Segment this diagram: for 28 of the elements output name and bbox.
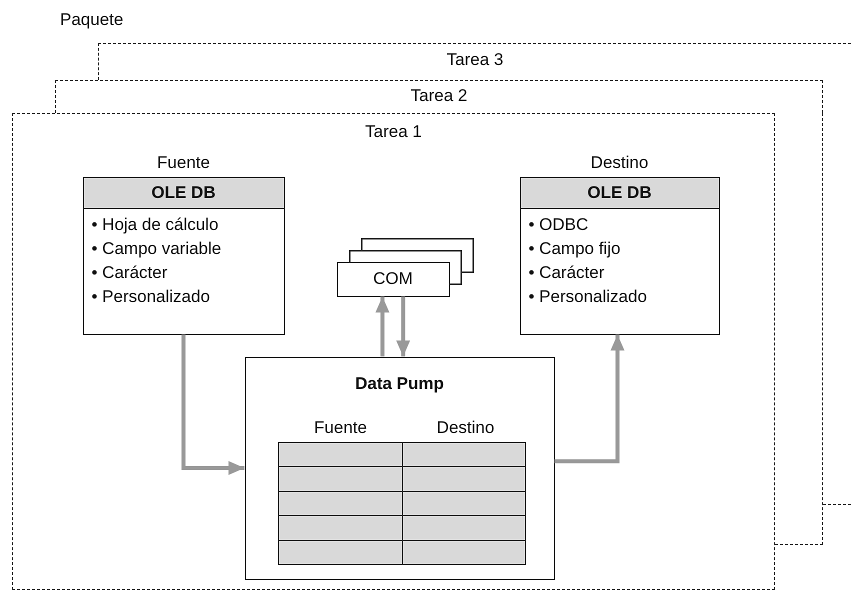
- arrow: [396, 296, 410, 356]
- list-item: • Campo variable: [90, 238, 222, 260]
- arrow: [375, 296, 390, 356]
- component-card: COM: [336, 262, 450, 296]
- list-item: • Hoja de cálculo: [90, 214, 220, 236]
- arrow: [554, 334, 624, 464]
- frame-title: Tarea 1: [364, 122, 423, 142]
- box-title: Data Pump: [354, 374, 445, 394]
- list-item: • Campo fijo: [528, 238, 622, 260]
- list-item: • Personalizado: [528, 286, 648, 308]
- list-item: • ODBC: [528, 214, 590, 236]
- arrow: [182, 334, 244, 475]
- data-pump-box: [244, 356, 554, 580]
- dashed-task-frame: [98, 43, 851, 80]
- box-heading: Fuente: [156, 152, 211, 172]
- list-item: • Carácter: [528, 262, 606, 284]
- frame-title: Tarea 2: [410, 86, 468, 106]
- header-band: OLE DB: [520, 178, 718, 208]
- list-item: • Personalizado: [90, 286, 211, 308]
- column-heading: Destino: [436, 418, 496, 438]
- box-heading: Destino: [590, 152, 650, 172]
- dashed-task-frame: [55, 80, 823, 113]
- header-band: OLE DB: [84, 178, 284, 208]
- column-heading: Fuente: [313, 418, 368, 438]
- dashed-task-frame: [12, 113, 775, 590]
- package-label: Paquete: [60, 10, 124, 30]
- list-item: • Carácter: [90, 262, 168, 284]
- frame-title: Tarea 3: [446, 50, 504, 70]
